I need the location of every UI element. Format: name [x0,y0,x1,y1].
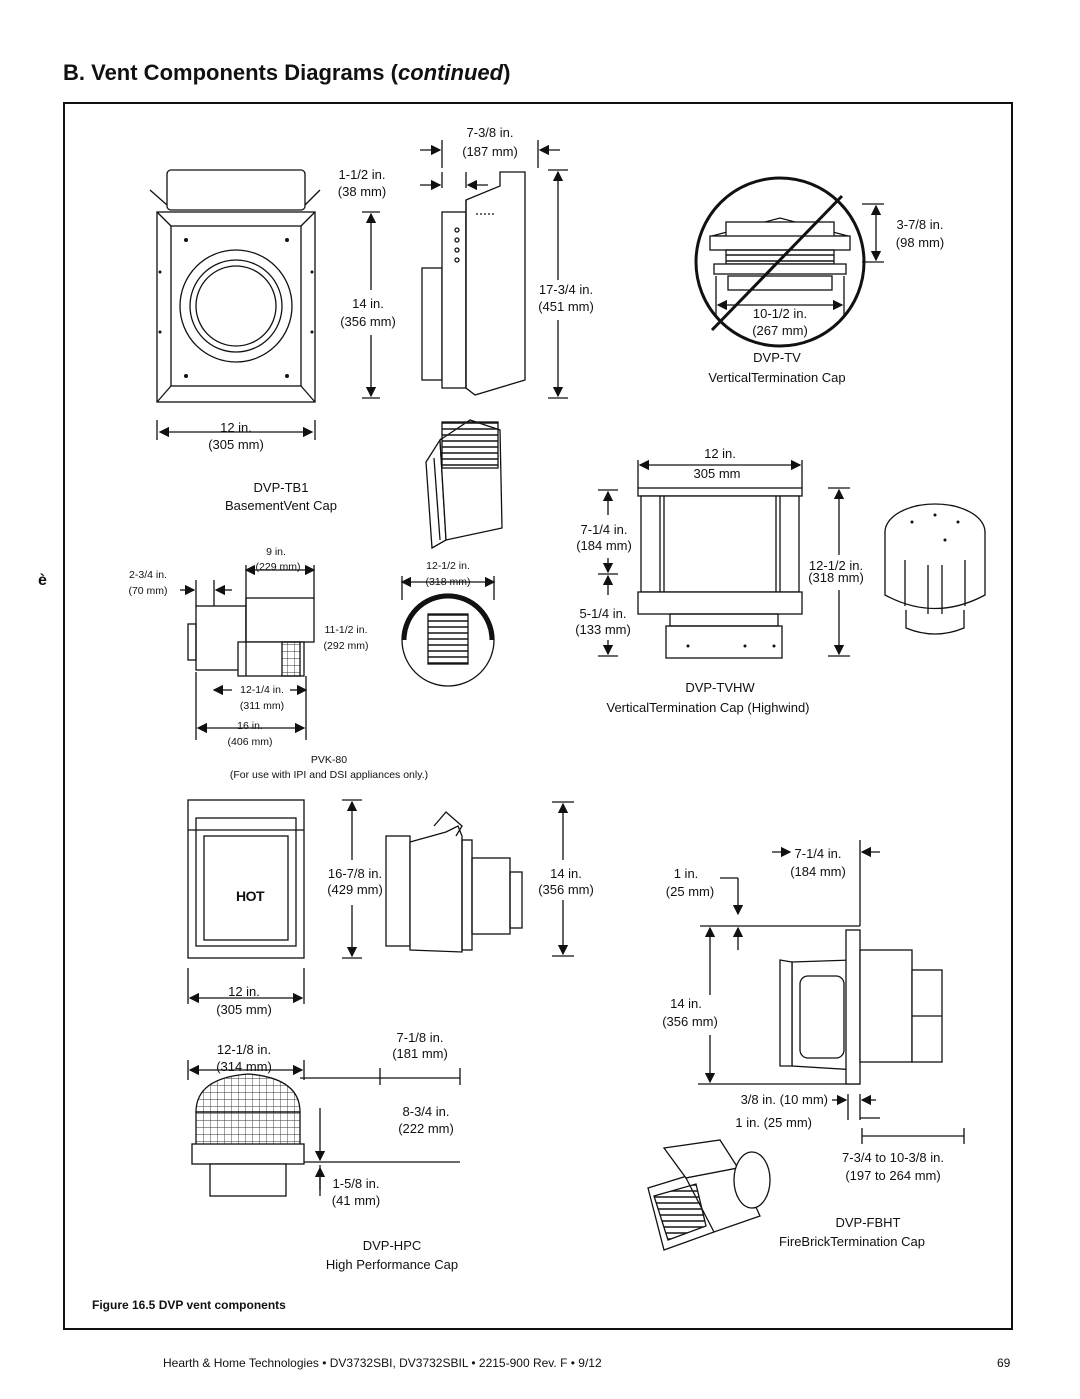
dvp-tvhw-upper-mm: (184 mm) [576,538,632,553]
dvp-fbht-description: FireBrickTermination Cap [779,1234,925,1249]
dvp-fbht-name: DVP-FBHT [835,1215,901,1230]
dvp-tb1-inner-in: 14 in. [352,296,384,311]
dvp-tvhw-height-mm: (318 mm) [808,570,864,585]
pvk-80-note: (For use with IPI and DSI appliances onl… [229,769,429,781]
dvp-hpc-description: High Performance Cap [325,1257,459,1272]
dvp-tb1-top-in: 7-3/8 in. [466,125,514,140]
dvp-fbht-range-mm: (197 to 264 mm) [845,1168,941,1183]
dvp-tb1-width-mm: (305 mm) [208,437,264,452]
pvk-80-a-mm: (70 mm) [128,585,168,597]
dvp-tb1-side-view [362,140,568,399]
pvk-80-d-in: 16 in. [237,720,263,732]
dvp-tvhw-width-mm: 305 mm [693,466,741,481]
pvk-80-front-view [400,576,496,687]
dvp-tb1-top-mm: (187 mm) [462,144,518,159]
dvp-tb1-front-view [149,169,321,440]
dvp-hpc-hood-in: 12-1/8 in. [216,1042,272,1057]
dvp-fbht-flange: 3/8 in. (10 mm) [740,1092,828,1107]
figure-caption: Figure 16.5 DVP vent components [92,1298,286,1312]
dvp-hpc-hood-view [187,1060,461,1197]
section-title: B. Vent Components Diagrams (continued) [63,60,511,85]
pvk-80-d-mm: (406 mm) [227,736,273,748]
dvp-tb1-depth-mm: (38 mm) [337,184,387,199]
hot-warning-label: HOT [236,888,265,904]
dvp-hpc-mid-mm: (222 mm) [398,1121,454,1136]
dvp-tv-cap [694,176,884,348]
dvp-fbht-top-in: 7-1/4 in. [794,846,842,861]
dvp-hpc-low-mm: (41 mm) [331,1193,381,1208]
dvp-tb1-inner-mm: (356 mm) [340,314,396,329]
dvp-hpc-height-in: 16-7/8 in. [327,866,383,881]
dvp-tvhw-name: DVP-TVHW [685,680,755,695]
pvk-80-a-in: 2-3/4 in. [129,569,167,581]
dvp-fbht-top-mm: (184 mm) [790,864,846,879]
dvp-tvhw-cap [598,459,850,659]
dvp-hpc-mid-in: 8-3/4 in. [402,1104,450,1119]
dvp-tv-height-mm: (98 mm) [895,235,945,250]
dvp-tb1-height-in: 17-3/4 in. [538,282,594,297]
pvk-80-name: PVK-80 [310,754,348,766]
dvp-tvhw-height-in: 12-1/2 in. [808,558,864,573]
page-number: 69 [997,1356,1011,1370]
dvp-fbht-perspective [647,1139,771,1251]
dvp-tv-width-mm: (267 mm) [752,323,808,338]
dvp-fbht-gap: 1 in. (25 mm) [735,1115,812,1130]
figure-frame [63,102,1013,1330]
dvp-tvhw-perspective [884,503,986,635]
dvp-tvhw-width-in: 12 in. [704,446,736,461]
dvp-tv-description: VerticalTermination Cap [708,370,846,385]
pvk-80-f-mm: (292 mm) [323,640,369,652]
dvp-fbht-off-in: 1 in. [673,866,699,881]
dvp-hpc-side-view [342,799,574,959]
dvp-hpc-proj-mm: (181 mm) [392,1046,448,1061]
dvp-fbht-side-view [698,840,965,1144]
dvp-tvhw-lower-in: 5-1/4 in. [579,606,627,621]
dvp-tv-height-in: 3-7/8 in. [896,217,944,232]
dvp-tb1-height-mm: (451 mm) [538,299,594,314]
dvp-hpc-front-view [187,799,305,1004]
pvk-80-side-view [180,564,316,740]
dvp-tb1-depth-in: 1-1/2 in. [338,167,386,182]
pvk-80-f-in: 11-1/2 in. [324,624,368,636]
dvp-tvhw-upper-in: 7-1/4 in. [580,522,628,537]
dvp-fbht-off-mm: (25 mm) [665,884,715,899]
dvp-hpc-width-mm: (305 mm) [216,1002,272,1017]
side-marker-arrow-icon: è [38,572,47,589]
dvp-tb1-description: BasementVent Cap [224,498,338,513]
dvp-tvhw-lower-mm: (133 mm) [575,622,631,637]
dvp-hpc-side-in: 14 in. [550,866,582,881]
dvp-fbht-range-in: 7-3/4 to 10-3/8 in. [842,1150,944,1165]
footer-text: Hearth & Home Technologies • DV3732SBI, … [163,1356,602,1370]
dvp-hpc-height-mm: (429 mm) [327,882,383,897]
dvp-tb1-width-in: 12 in. [220,420,252,435]
dvp-fbht-height-in: 14 in. [670,996,702,1011]
pvk-80-b-mm: (229 mm) [255,561,301,573]
pvk-80-c-mm: (311 mm) [239,700,285,712]
dvp-hpc-proj-in: 7-1/8 in. [396,1030,444,1045]
dvp-tvhw-description: VerticalTermination Cap (Highwind) [606,700,810,715]
dvp-tv-name: DVP-TV [753,350,801,365]
dvp-hpc-width-in: 12 in. [228,984,260,999]
pvk-80-e-in: 12-1/2 in. [426,560,470,572]
pvk-80-b-in: 9 in. [266,546,286,558]
pvk-80-c-in: 12-1/4 in. [240,684,284,696]
dvp-fbht-height-mm: (356 mm) [662,1014,718,1029]
dvp-tv-width-in: 10-1/2 in. [752,306,808,321]
pvk-80-e-mm: (318 mm) [425,576,471,588]
dvp-hpc-name: DVP-HPC [362,1238,422,1253]
dvp-hpc-side-mm: (356 mm) [538,882,594,897]
dvp-tb1-name: DVP-TB1 [253,480,309,495]
dvp-hpc-hood-mm: (314 mm) [216,1059,272,1074]
dvp-tb1-perspective [425,419,503,550]
dvp-hpc-low-in: 1-5/8 in. [332,1176,380,1191]
